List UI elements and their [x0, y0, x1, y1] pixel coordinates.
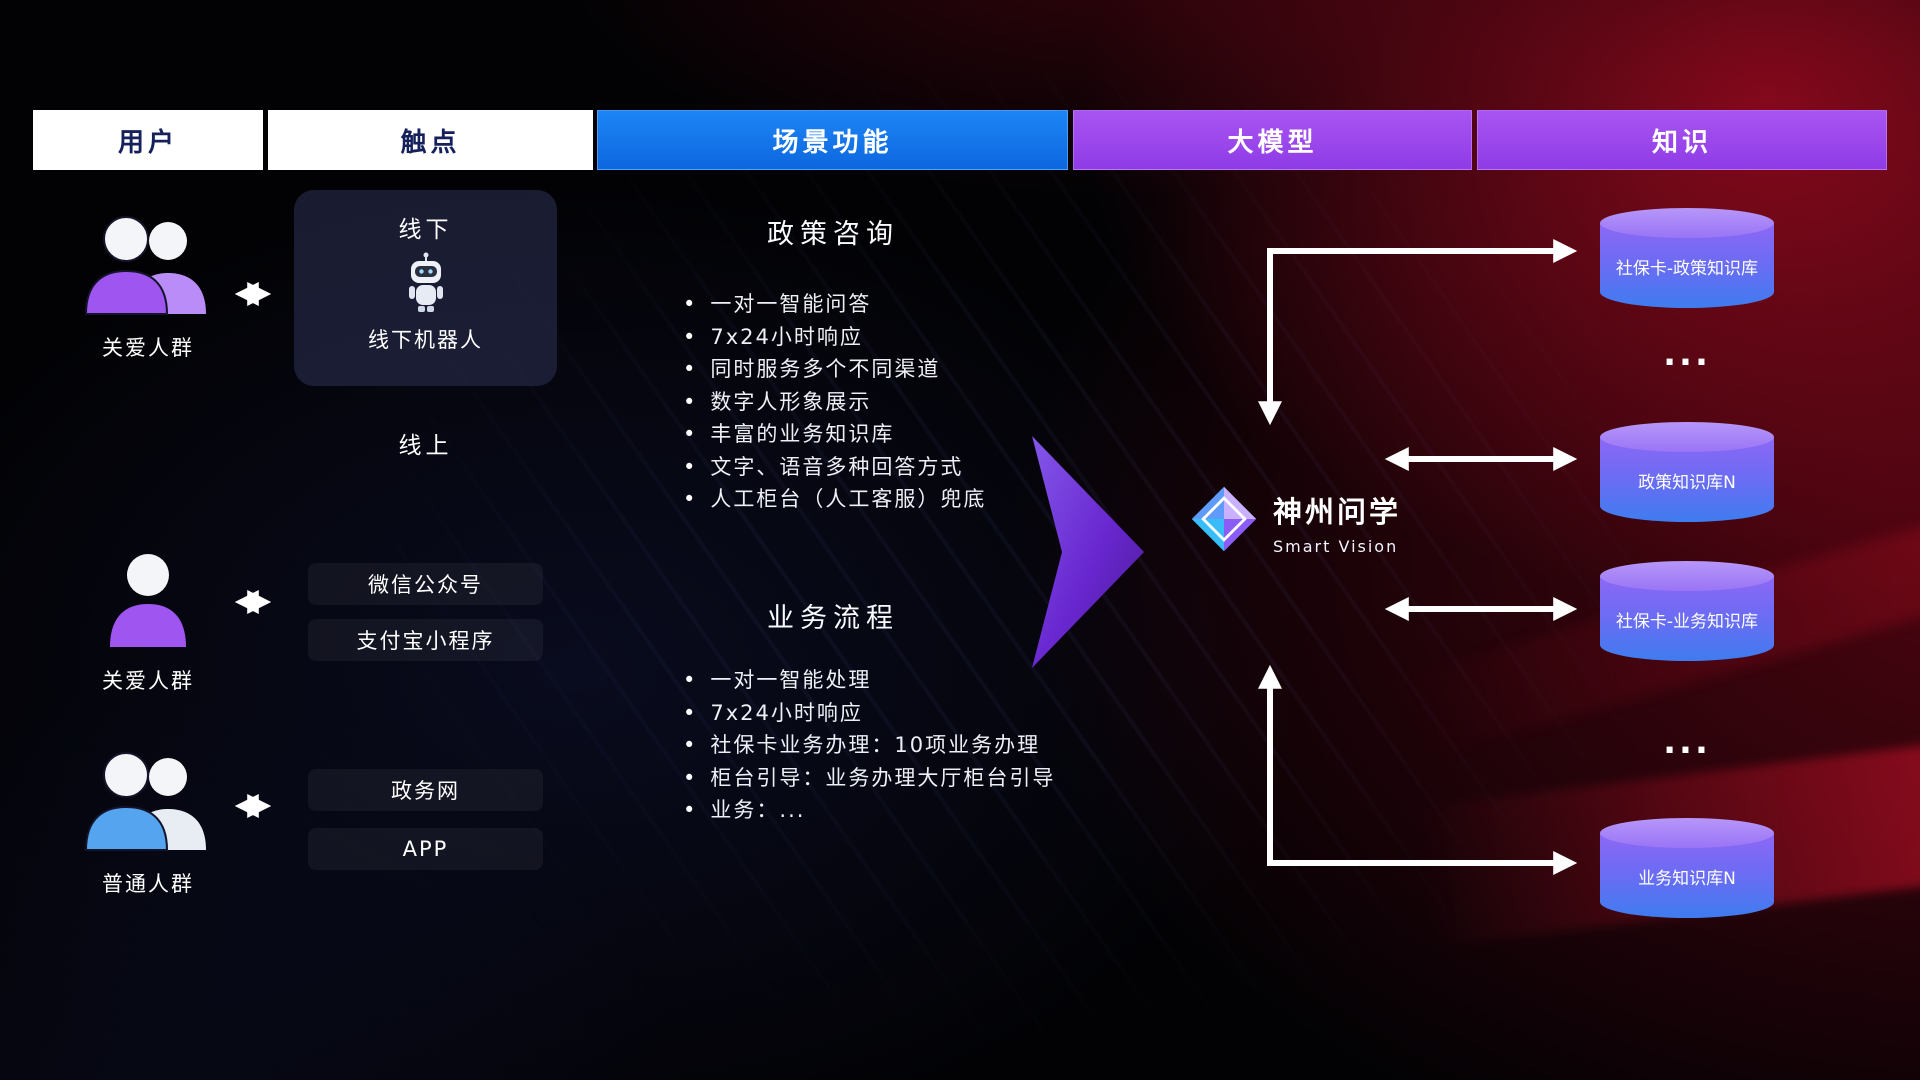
database-label: 社保卡-政策知识库 — [1615, 258, 1759, 279]
user-group-care-1: 关爱人群 — [48, 216, 248, 362]
scenario-list-item: 丰富的业务知识库 — [683, 418, 1153, 451]
database-cylinder-top — [1600, 818, 1774, 848]
column-header-touchpoints: 触点 — [268, 110, 593, 170]
person-icon — [110, 554, 186, 647]
model-brand: 神州问学 Smart Vision — [1273, 489, 1401, 556]
column-header-knowledge: 知识 — [1477, 110, 1887, 170]
knowledge-ellipsis: ... — [1663, 334, 1711, 374]
column-header-label: 知识 — [1651, 127, 1712, 158]
scenario-list-item: 数字人形象展示 — [683, 386, 1153, 419]
scenario-title-policy: 政策咨询 — [767, 219, 899, 250]
scenario-list-item: 人工柜台（人工客服）兜底 — [683, 483, 1153, 516]
scenario-list-item: 社保卡业务办理：10项业务办理 — [683, 729, 1153, 762]
offline-title: 线下 — [398, 217, 453, 243]
scenario-list-item: 7x24小时响应 — [683, 321, 1153, 354]
column-header-label: 大模型 — [1227, 127, 1318, 158]
database-label: 社保卡-业务知识库 — [1615, 611, 1759, 632]
column-header-label: 用户 — [117, 127, 178, 158]
online-title: 线上 — [398, 433, 453, 459]
scenario-list-item: 业务：... — [683, 794, 1153, 827]
touchpoint-wechat: 微信公众号 — [308, 563, 543, 605]
people-group-icon — [84, 752, 206, 851]
database-label: 业务知识库N — [1638, 868, 1736, 889]
column-header-scenarios: 场景功能 — [597, 110, 1068, 170]
people-group-icon — [84, 216, 206, 315]
offline-touchpoint-card: 线下 线下机器人 — [294, 190, 557, 386]
user-group-label: 普通人群 — [102, 872, 194, 896]
scenario-list-item: 一对一智能处理 — [683, 664, 1153, 697]
touchpoint-label: 支付宝小程序 — [356, 629, 495, 653]
user-group-general: 普通人群 — [48, 752, 248, 898]
knowledge-ellipsis: ... — [1663, 722, 1711, 762]
knowledge-db-policy-sscard: 社保卡-政策知识库 — [1600, 208, 1774, 308]
knowledge-db-business-n: 业务知识库N — [1600, 818, 1774, 918]
database-cylinder-top — [1600, 561, 1774, 591]
user-group-care-2: 关爱人群 — [48, 549, 248, 695]
offline-device-label: 线下机器人 — [368, 328, 483, 352]
scenario-list-item: 一对一智能问答 — [683, 288, 1153, 321]
knowledge-db-policy-n: 政策知识库N — [1600, 422, 1774, 522]
scenario-list-item: 同时服务多个不同渠道 — [683, 353, 1153, 386]
database-cylinder-top — [1600, 208, 1774, 238]
user-group-label: 关爱人群 — [102, 669, 194, 693]
database-cylinder-top — [1600, 422, 1774, 452]
scenario-title-business: 业务流程 — [767, 603, 899, 634]
touchpoint-label: APP — [402, 837, 449, 861]
touchpoint-gov-web: 政务网 — [308, 769, 543, 811]
column-header-model: 大模型 — [1073, 110, 1472, 170]
column-header-label: 场景功能 — [772, 127, 893, 158]
column-header-label: 触点 — [400, 127, 461, 158]
scenario-business-list: 一对一智能处理 7x24小时响应 社保卡业务办理：10项业务办理 柜台引导：业务… — [683, 664, 1153, 827]
user-group-label: 关爱人群 — [102, 336, 194, 360]
model-name: 神州问学 — [1273, 495, 1402, 529]
scenario-list-item: 7x24小时响应 — [683, 697, 1153, 730]
touchpoint-label: 政务网 — [391, 779, 460, 803]
touchpoint-app: APP — [308, 828, 543, 870]
touchpoint-label: 微信公众号 — [368, 573, 483, 597]
column-header-users: 用户 — [33, 110, 263, 170]
robot-icon — [408, 252, 443, 312]
touchpoint-alipay: 支付宝小程序 — [308, 619, 543, 661]
scenario-policy-list: 一对一智能问答 7x24小时响应 同时服务多个不同渠道 数字人形象展示 丰富的业… — [683, 288, 1153, 516]
knowledge-db-business-sscard: 社保卡-业务知识库 — [1600, 561, 1774, 661]
model-subtitle: Smart Vision — [1273, 537, 1399, 556]
scenario-list-item: 文字、语音多种回答方式 — [683, 451, 1153, 484]
smart-vision-logo-icon — [1191, 486, 1257, 552]
scenario-list-item: 柜台引导：业务办理大厅柜台引导 — [683, 762, 1153, 795]
database-label: 政策知识库N — [1638, 472, 1736, 493]
